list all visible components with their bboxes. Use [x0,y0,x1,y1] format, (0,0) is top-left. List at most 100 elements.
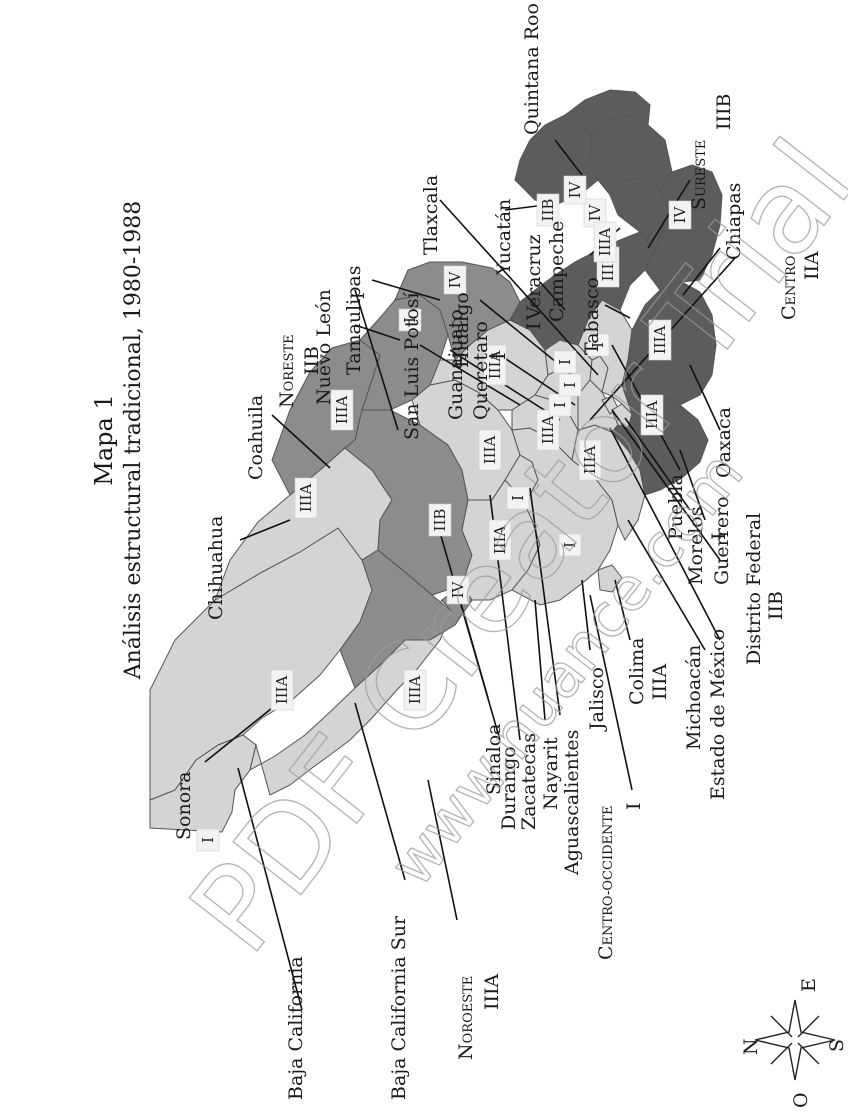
badge-michoacan: IIIA [578,439,602,481]
label-durango: Durango [498,746,520,830]
badge-baja-california-sur: IIIA [403,669,427,711]
badge-baja-california: I [196,828,220,852]
label-chiapas: Chiapas [723,183,745,260]
compass-star-icon [754,999,836,1081]
badge-oaxaca: IIIA [648,319,672,361]
svg-text:IIIA: IIIA [643,401,661,430]
map-title: Mapa 1 Análisis estructural tradicional,… [90,201,146,681]
svg-text:IIIA: IIIA [406,676,424,705]
svg-text:I: I [589,342,607,348]
title-line1: Mapa 1 [90,394,118,485]
svg-text:I: I [561,382,579,388]
leader-sonora [204,707,273,763]
badge-guerrero: IIIA [640,394,664,436]
badge-quintana-roo: IV [563,175,587,205]
svg-text:I: I [199,837,217,843]
svg-text:I: I [551,402,569,408]
svg-text:IV: IV [446,270,464,288]
compass-e: E [798,978,820,992]
label-nayarit: Nayarit [540,737,562,810]
label-coahuila: Coahuila [245,395,267,480]
svg-text:IV: IV [671,205,689,223]
svg-text:IV: IV [566,180,584,198]
svg-text:IIIA: IIIA [651,326,669,355]
leader-nayarit [534,599,546,721]
leader-san-luis-potosi [419,344,521,406]
badge-chihuahua: IIIA [294,477,318,519]
label-michoacan: Michoacán [683,645,705,750]
svg-text:IIIA: IIIA [297,484,315,513]
label-centro-class: IIA [801,251,823,280]
svg-text:IIIA: IIIA [539,416,557,445]
svg-text:IIB: IIB [539,199,557,222]
svg-text:IIIA: IIIA [333,396,351,425]
badge-hidalgo: I [558,373,582,397]
svg-text:I: I [401,317,419,323]
leader-estado-de-mexico [609,427,721,641]
svg-text:IV: IV [586,203,604,221]
label-zacatecas: Zacatecas [518,733,540,830]
svg-text:IIIA: IIIA [491,526,509,555]
badge-nayarit: IIIA [488,519,512,561]
badge-durango: IIB [428,503,452,537]
leader-lines [204,139,736,1011]
label-yucatan: Yucatán [493,199,515,276]
label-queretaro: Querétaro [470,321,492,420]
badge-coahuila: IIIA [330,389,354,431]
badge-san-luis-potosi: IIIA [483,344,507,386]
label-noreste-class: IIB [301,346,323,375]
badge-sonora: IIIA [270,669,294,711]
label-san-luis-potosi: San Luis Potosí [401,291,423,440]
label-oaxaca: Oaxaca [713,407,735,478]
label-sureste-name: SURESTE [688,140,710,210]
label-sonora: Sonora [173,771,195,840]
leader-nuevo-leon [354,324,401,341]
badge-zacatecas: IIIA [478,429,502,471]
svg-text:IIIA: IIIA [486,351,504,380]
label-hidalgo: Hidalgo [451,292,473,368]
label-centro-occidente-class: I [623,802,645,810]
leader-baja-california-sur [354,702,406,881]
label-aguascalientes: Aguascalientes [561,730,583,876]
badge-chiapas: IV [668,200,692,230]
leader-oaxaca [689,364,721,431]
leader-coahuila [271,414,331,469]
map-labels: Baja California Baja California Sur NORO… [173,3,823,1100]
label-tlaxcala: Tlaxcala [420,175,442,255]
leader-chihuahua [239,519,291,541]
label-morelos-value: I [708,532,730,540]
badge-tlaxcala: I [553,350,577,374]
badge-campeche: IIIA [593,221,617,263]
svg-text:I: I [509,495,527,501]
badge-aguascalientes: I [506,486,530,510]
leader-centro-occidente [589,594,633,791]
label-noroeste-class: IIIA [481,973,503,1010]
region-quintana-roo [564,89,651,136]
label-tamaulipas: Tamaulipas [343,265,365,375]
label-campeche: Campeche [546,221,568,322]
label-puebla: Puebla [665,474,687,540]
label-queretaro-value: I [488,352,510,360]
leader-noroeste [427,779,458,921]
badge-tabasco: IV [583,198,607,228]
leader-guerrero [679,449,706,521]
label-noreste-name: NORESTE [276,334,298,408]
leader-baja-california [237,767,303,1011]
svg-text:I: I [561,542,579,548]
badge-queretaro: I [548,393,572,417]
leader-distrito-federal [611,409,721,561]
leader-aguascalientes [529,487,561,716]
svg-text:IIIA: IIIA [481,436,499,465]
map-regions [149,89,723,833]
label-chihuahua: Chihuahua [205,516,227,620]
label-noroeste-name: NOROESTE [455,976,477,1060]
svg-text:IIIA: IIIA [273,676,291,705]
region-baja-california-sur [249,599,453,796]
svg-text:I: I [556,359,574,365]
label-sinaloa: Sinaloa [483,723,505,795]
label-morelos: Morelos [685,507,707,586]
badge-tamaulipas: IV [443,265,467,295]
compass-n: N [740,1038,762,1055]
svg-text:IIB: IIB [431,509,449,532]
leader-tamaulipas [371,279,441,301]
